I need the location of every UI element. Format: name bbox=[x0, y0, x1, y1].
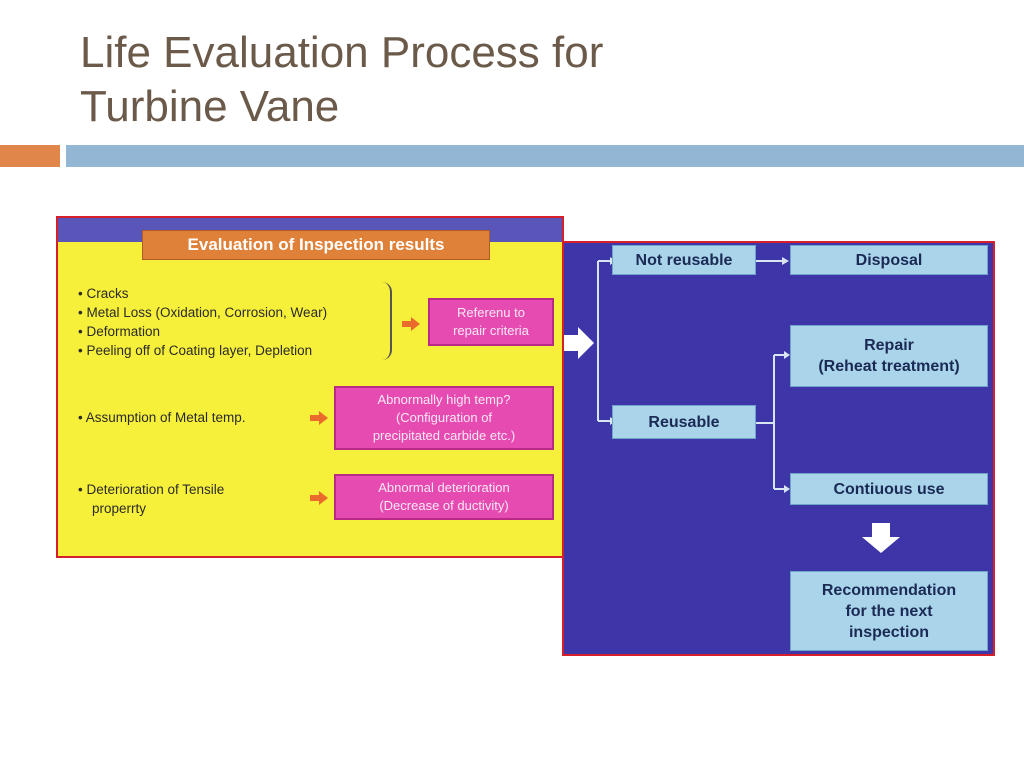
not-reusable-box: Not reusable bbox=[612, 245, 756, 275]
recommendation-box: Recommendation for the next inspection bbox=[790, 571, 988, 651]
repair-label-line-2: (Reheat treatment) bbox=[818, 358, 960, 375]
high-temp-box: Abnormally high temp? (Configuration of … bbox=[334, 386, 554, 450]
slide-title: Life Evaluation Process for Turbine Vane bbox=[80, 26, 980, 134]
slide-title-line-1: Life Evaluation Process for bbox=[80, 28, 604, 77]
inspection-results-panel: Evaluation of Inspection results • Crack… bbox=[56, 216, 564, 558]
repair-box: Repair (Reheat treatment) bbox=[790, 325, 988, 387]
bullet-cracks: • Cracks bbox=[78, 286, 129, 301]
disposal-box: Disposal bbox=[790, 245, 988, 275]
bullet-metal-temp: • Assumption of Metal temp. bbox=[78, 410, 246, 425]
arrow-right-icon bbox=[564, 327, 594, 359]
accent-bar-orange bbox=[0, 145, 60, 167]
slide-title-line-2: Turbine Vane bbox=[80, 82, 340, 131]
arrow-right-icon bbox=[310, 411, 328, 425]
repair-label-line-1: Repair bbox=[864, 337, 914, 354]
bullet-deformation: • Deformation bbox=[78, 324, 161, 339]
arrow-right-icon bbox=[310, 491, 328, 505]
recommendation-line-2: for the next bbox=[845, 602, 933, 620]
bracket-icon bbox=[380, 282, 392, 360]
high-temp-line-2: (Configuration of bbox=[395, 410, 493, 425]
accent-bar-blue bbox=[66, 145, 1024, 167]
high-temp-line-3: precipitated carbide etc.) bbox=[372, 428, 516, 443]
bullet-peeling: • Peeling off of Coating layer, Depletio… bbox=[78, 343, 313, 358]
disposal-label: Disposal bbox=[855, 251, 923, 269]
reuse-decision-panel: Not reusable Disposal Repair (Reheat tre… bbox=[562, 241, 995, 656]
recommendation-line-1: Recommendation bbox=[821, 581, 957, 599]
inspection-bullet-list: • Cracks • Metal Loss (Oxidation, Corros… bbox=[78, 284, 327, 360]
not-reusable-label: Not reusable bbox=[635, 251, 733, 269]
bullet-metal-loss: • Metal Loss (Oxidation, Corrosion, Wear… bbox=[78, 305, 328, 320]
inspection-panel-header: Evaluation of Inspection results bbox=[142, 230, 490, 260]
bullet-tensile-line-1: • Deterioration of Tensile bbox=[78, 482, 225, 497]
arrow-right-icon bbox=[402, 317, 420, 331]
reusable-label: Reusable bbox=[648, 413, 720, 431]
repair-criteria-line-2: repair criteria bbox=[453, 323, 529, 338]
high-temp-line-1: Abnormally high temp? bbox=[377, 392, 511, 407]
arrow-down-icon bbox=[862, 523, 900, 553]
deterioration-line-2: (Decrease of ductivity) bbox=[379, 498, 509, 513]
bullet-tensile-line-2: properrty bbox=[92, 501, 147, 516]
repair-criteria-line-1: Referenu to bbox=[457, 305, 525, 320]
reusable-box: Reusable bbox=[612, 405, 756, 439]
continuous-use-box: Contiuous use bbox=[790, 473, 988, 505]
repair-criteria-box: Referenu to repair criteria bbox=[428, 298, 554, 346]
recommendation-line-3: inspection bbox=[848, 623, 929, 641]
deterioration-line-1: Abnormal deterioration bbox=[378, 480, 510, 495]
abnormal-deterioration-box: Abnormal deterioration (Decrease of duct… bbox=[334, 474, 554, 520]
continuous-use-label: Contiuous use bbox=[833, 480, 945, 498]
